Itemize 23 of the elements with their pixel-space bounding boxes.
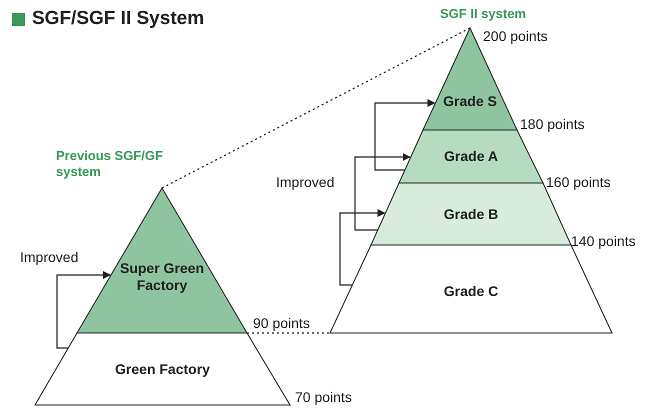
arrow	[56, 271, 111, 349]
diagram-title: SGF/SGF II System	[32, 8, 204, 30]
tier-label: Grade B	[442, 206, 500, 223]
arrow	[354, 153, 411, 231]
pyramid-caption: Previous SGF/GF system	[56, 148, 164, 180]
edge-label: Improved	[20, 249, 78, 265]
level-label: 90 points	[253, 315, 310, 331]
arrow	[374, 99, 436, 171]
pyramid-caption: SGF II system	[440, 6, 527, 22]
edge-label: Improved	[276, 174, 334, 190]
tier-label: Green Factory	[114, 361, 211, 378]
dotted-connector	[162, 27, 470, 189]
tier-label: Grade C	[442, 283, 500, 300]
level-label: 70 points	[295, 389, 352, 405]
level-label: 200 points	[483, 28, 548, 44]
tier-label: Grade A	[443, 148, 499, 165]
tier-label: Grade S	[442, 93, 498, 110]
arrow	[339, 209, 386, 286]
dotted-connector	[247, 332, 330, 334]
level-label: 140 points	[571, 233, 636, 249]
tier-label: Super Green Factory	[118, 260, 206, 294]
level-label: 180 points	[520, 116, 585, 132]
level-label: 160 points	[546, 174, 611, 190]
